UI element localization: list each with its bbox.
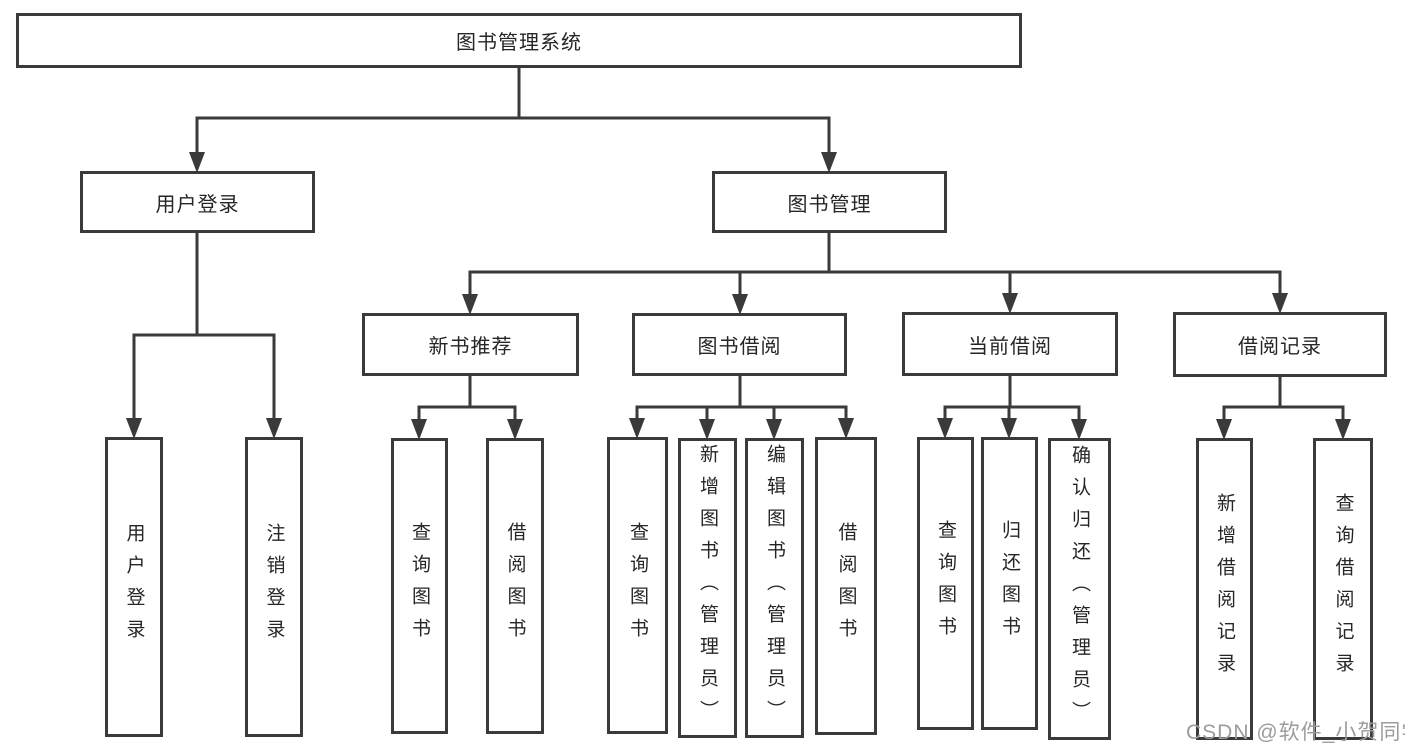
node-label: 用户登录 <box>123 523 145 651</box>
leaf-add-books-admin: 新增图书（管理员） <box>678 438 737 738</box>
leaf-borrow-books-recommend: 借阅图书 <box>486 438 544 734</box>
node-label: 查询图书 <box>935 519 956 648</box>
leaf-query-books-recommend: 查询图书 <box>391 438 448 734</box>
node-label: 确认归还（管理员） <box>1069 445 1090 733</box>
leaf-logout: 注销登录 <box>245 437 303 737</box>
leaf-edit-books-admin: 编辑图书（管理员） <box>745 438 804 738</box>
node-library-system: 图书管理系统 <box>16 13 1022 68</box>
csdn-watermark: CSDN @软件_小贺同学 <box>1186 721 1405 744</box>
node-label: 图书借阅 <box>697 336 782 358</box>
node-new-book-recommend: 新书推荐 <box>362 313 579 376</box>
node-label: 新增借阅记录 <box>1214 493 1235 685</box>
node-label: 图书管理 <box>787 193 872 216</box>
node-label: 注销登录 <box>263 523 285 651</box>
leaf-confirm-return-admin: 确认归还（管理员） <box>1048 438 1111 740</box>
node-label: 图书管理系统 <box>456 32 582 54</box>
node-label: 查询图书 <box>627 521 648 650</box>
node-label: 当前借阅 <box>968 335 1052 358</box>
node-label: 查询借阅记录 <box>1332 493 1354 685</box>
node-book-management: 图书管理 <box>712 171 947 233</box>
node-borrow-records: 借阅记录 <box>1173 312 1387 377</box>
node-label: 借阅记录 <box>1238 336 1322 358</box>
node-current-borrow: 当前借阅 <box>902 312 1118 376</box>
node-user-login: 用户登录 <box>80 171 315 233</box>
leaf-borrow-books: 借阅图书 <box>815 437 877 735</box>
leaf-query-books-current: 查询图书 <box>917 437 974 730</box>
node-label: 用户登录 <box>155 193 240 216</box>
leaf-query-borrow-record: 查询借阅记录 <box>1313 438 1373 740</box>
node-book-borrow: 图书借阅 <box>632 313 847 376</box>
node-label: 编辑图书（管理员） <box>764 444 785 732</box>
node-label: 新书推荐 <box>428 336 513 358</box>
node-label: 借阅图书 <box>504 522 526 650</box>
node-label: 新增图书（管理员） <box>697 444 718 732</box>
leaf-add-borrow-record: 新增借阅记录 <box>1196 438 1253 740</box>
leaf-user-login: 用户登录 <box>105 437 163 737</box>
leaf-return-books: 归还图书 <box>981 437 1038 730</box>
leaf-query-books-borrow: 查询图书 <box>607 437 668 734</box>
node-label: 查询图书 <box>409 522 430 650</box>
node-label: 归还图书 <box>999 519 1020 648</box>
node-label: 借阅图书 <box>835 522 857 650</box>
